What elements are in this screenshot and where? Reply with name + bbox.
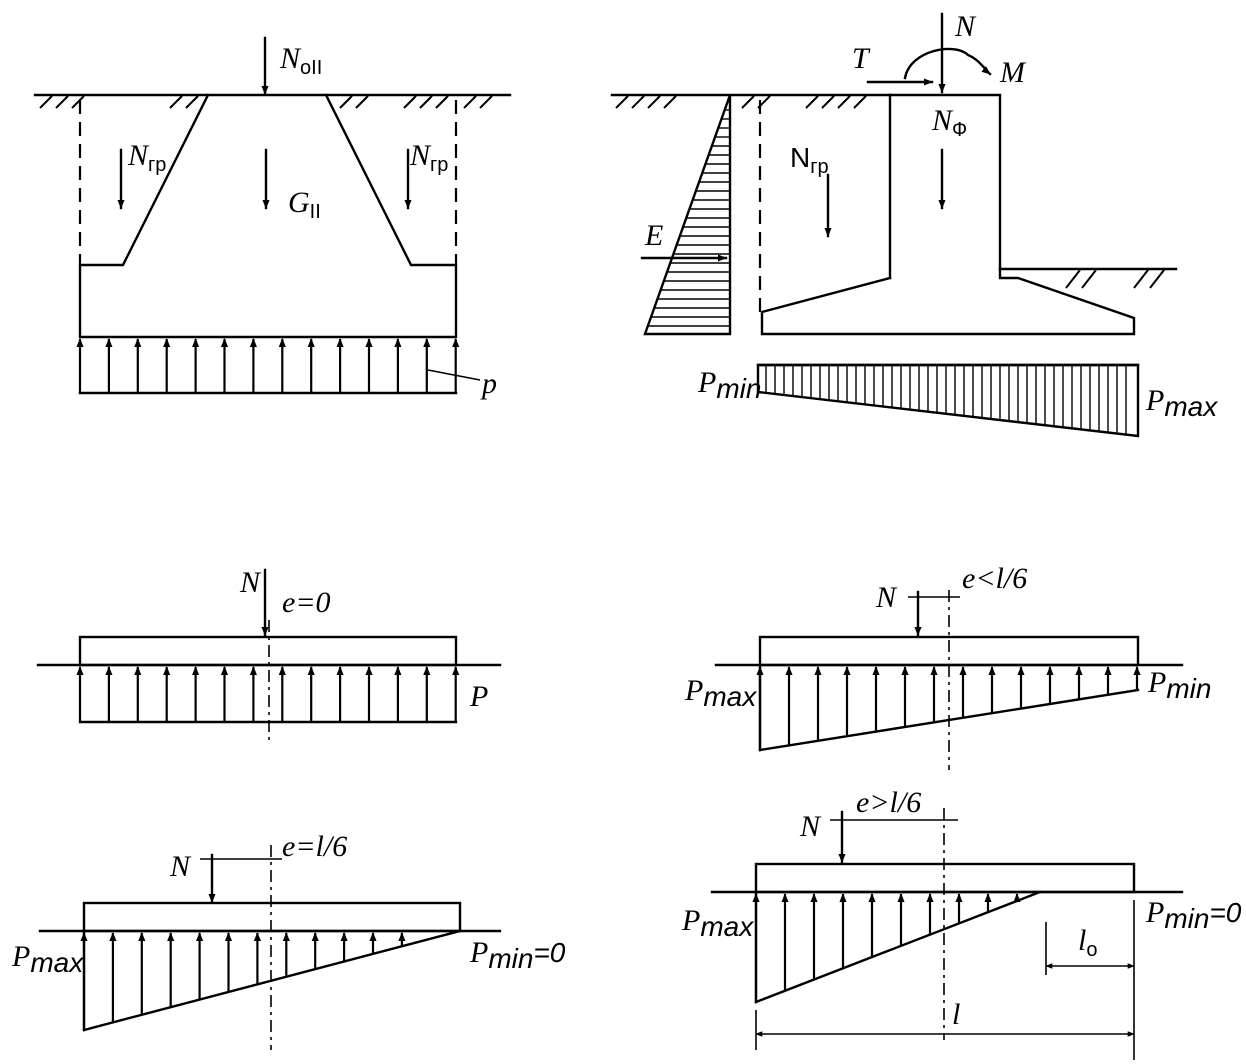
label-P-max: Pmax <box>1145 384 1218 422</box>
pressure-sloped-edge <box>754 890 1042 1004</box>
pressure-arrows <box>80 932 406 1030</box>
label-M: M <box>999 56 1027 89</box>
footing-plate <box>78 635 458 667</box>
label-e: e=l/6 <box>282 830 347 863</box>
ground-hatch-upper <box>615 95 867 109</box>
diagram-uniform-pressure: N e=0 P <box>36 566 502 740</box>
label-l: l <box>952 998 960 1031</box>
label-P-max: Pmax <box>11 940 84 978</box>
label-Ngr-left: Nгр <box>127 139 166 176</box>
label-P-min: Pmin=0 <box>1145 896 1242 934</box>
label-P-min: Pmin <box>697 366 761 404</box>
trapezoid-pressure-outline <box>756 363 1140 438</box>
label-P-max: Pmax <box>681 904 754 942</box>
diagram-large-eccentricity: N e>l/6 Pmax Pmin=0 lo l <box>681 786 1242 1060</box>
label-T: T <box>852 42 871 75</box>
label-E: E <box>644 219 663 252</box>
label-N: N <box>239 566 262 599</box>
label-e: e>l/6 <box>856 786 921 819</box>
footing-plate <box>82 901 462 933</box>
label-P-min: Pmin <box>1147 666 1211 704</box>
label-p: p <box>480 367 497 400</box>
pressure-sloped-edge <box>82 929 462 1032</box>
label-P-max: Pmax <box>684 674 757 712</box>
earth-pressure-triangle <box>643 94 732 336</box>
pressure-arrows <box>756 666 1141 750</box>
label-e: e=0 <box>282 586 331 619</box>
label-l0: lo <box>1078 924 1097 961</box>
pressure-arrows <box>752 893 1021 1002</box>
earth-pressure-hatching <box>647 109 730 327</box>
label-Ngr-right: Nгр <box>409 139 448 176</box>
ground-hatch-left <box>39 95 199 109</box>
label-N-F: NФ <box>931 104 967 141</box>
ground-hatch-lower <box>1065 269 1165 289</box>
ground-hatch-right <box>339 95 493 109</box>
label-N: N <box>169 850 192 883</box>
foundation-outline <box>78 93 458 339</box>
label-e: e<l/6 <box>962 562 1027 595</box>
label-N: N <box>875 581 898 614</box>
leader-p <box>427 369 481 381</box>
diagram-kern-eccentricity: N e=l/6 Pmax Pmin=0 <box>11 830 566 1050</box>
diagram-central-footing: NoII Nгр GII Nгр p <box>33 36 512 400</box>
label-P: P <box>469 680 488 713</box>
label-P-min: Pmin=0 <box>469 936 566 974</box>
footing-and-wall-outline <box>760 93 1136 336</box>
trapezoid-pressure-hatching <box>765 365 1127 435</box>
label-N: N <box>954 10 977 43</box>
label-N-gr: Nгр <box>790 142 829 178</box>
diagram-retaining-wall: E N T M NФ Nгр Pmin Pmax <box>610 10 1218 438</box>
footing-plate <box>754 862 1136 894</box>
label-N: N <box>799 810 822 843</box>
pressure-arrows <box>76 338 460 393</box>
moment-arc <box>903 47 992 80</box>
diagram-small-eccentricity: N e<l/6 Pmax Pmin <box>684 562 1211 770</box>
label-G-II: GII <box>288 186 321 223</box>
label-N-oII: NoII <box>279 42 322 79</box>
pressure-arrows <box>76 666 460 722</box>
